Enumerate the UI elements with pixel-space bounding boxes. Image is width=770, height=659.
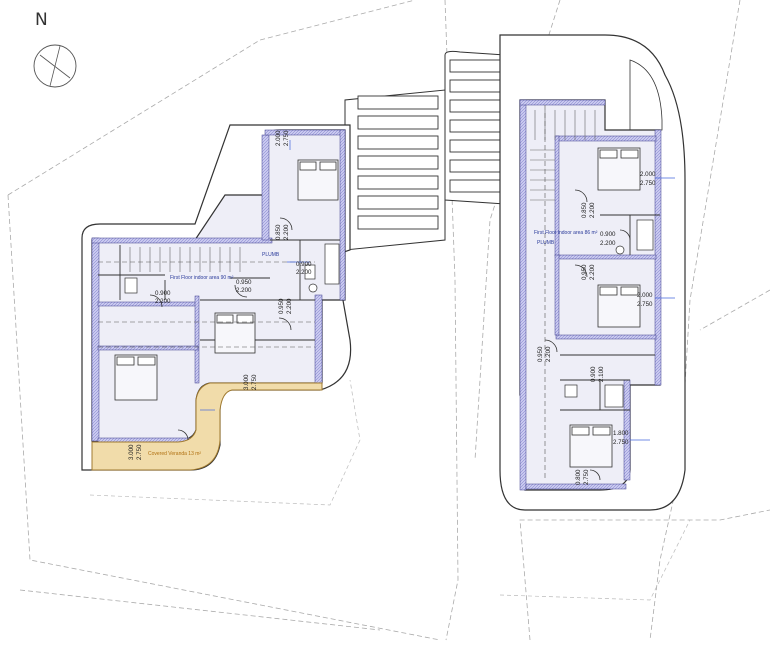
north-label: N bbox=[35, 10, 48, 30]
svg-text:0.950: 0.950 bbox=[236, 279, 252, 286]
right-floor-plan: First Floor indoor area 86 m² PLUMB 2.00… bbox=[499, 34, 686, 511]
svg-text:1.800: 1.800 bbox=[613, 430, 629, 437]
svg-text:0.950: 0.950 bbox=[581, 264, 588, 280]
left-plumb-tag: PLUMB bbox=[262, 252, 280, 258]
svg-text:2.000: 2.000 bbox=[640, 171, 656, 178]
svg-text:2.100: 2.100 bbox=[598, 366, 605, 382]
svg-text:2.750: 2.750 bbox=[583, 469, 590, 485]
svg-text:0.850: 0.850 bbox=[275, 224, 282, 240]
covered-veranda-label: Covered Veranda 13 m² bbox=[148, 451, 201, 457]
svg-text:2.750: 2.750 bbox=[613, 439, 629, 446]
svg-text:0.900: 0.900 bbox=[296, 261, 312, 268]
svg-text:0.800: 0.800 bbox=[575, 469, 582, 485]
left-floor-plan: First Floor indoor area 90 m² Covered Ve… bbox=[81, 124, 352, 471]
svg-text:2.200: 2.200 bbox=[545, 346, 552, 362]
svg-text:2.200: 2.200 bbox=[589, 202, 596, 218]
compass: N bbox=[33, 10, 77, 88]
svg-text:0.900: 0.900 bbox=[155, 290, 171, 297]
covered-veranda bbox=[91, 382, 323, 471]
svg-text:0.900: 0.900 bbox=[590, 366, 597, 382]
svg-text:2.750: 2.750 bbox=[637, 301, 653, 308]
right-plumb-tag: PLUMB bbox=[537, 240, 555, 246]
svg-text:2.200: 2.200 bbox=[236, 287, 252, 294]
svg-text:2.000: 2.000 bbox=[275, 130, 282, 146]
svg-text:2.200: 2.200 bbox=[600, 240, 616, 247]
left-indoor-area-label: First Floor indoor area 90 m² bbox=[170, 275, 234, 281]
right-indoor-area-label: First Floor indoor area 86 m² bbox=[534, 230, 598, 236]
roof-outline bbox=[89, 379, 691, 601]
svg-text:3.000: 3.000 bbox=[243, 374, 250, 390]
svg-text:0.950: 0.950 bbox=[278, 298, 285, 314]
svg-text:2.750: 2.750 bbox=[136, 444, 143, 460]
svg-text:2.200: 2.200 bbox=[155, 298, 171, 305]
svg-text:2.000: 2.000 bbox=[637, 292, 653, 299]
svg-text:2.200: 2.200 bbox=[296, 269, 312, 276]
bed-icon bbox=[569, 147, 641, 468]
svg-text:2.200: 2.200 bbox=[589, 264, 596, 280]
svg-text:2.750: 2.750 bbox=[640, 180, 656, 187]
svg-text:0.950: 0.950 bbox=[537, 346, 544, 362]
svg-text:0.850: 0.850 bbox=[581, 202, 588, 218]
svg-text:2.750: 2.750 bbox=[251, 374, 258, 390]
svg-text:2.750: 2.750 bbox=[283, 130, 290, 146]
svg-text:3.000: 3.000 bbox=[128, 444, 135, 460]
svg-text:2.200: 2.200 bbox=[283, 224, 290, 240]
svg-text:0.900: 0.900 bbox=[600, 231, 616, 238]
bed-icon bbox=[114, 159, 339, 401]
svg-text:2.200: 2.200 bbox=[286, 298, 293, 314]
stair-terrace bbox=[344, 50, 521, 251]
